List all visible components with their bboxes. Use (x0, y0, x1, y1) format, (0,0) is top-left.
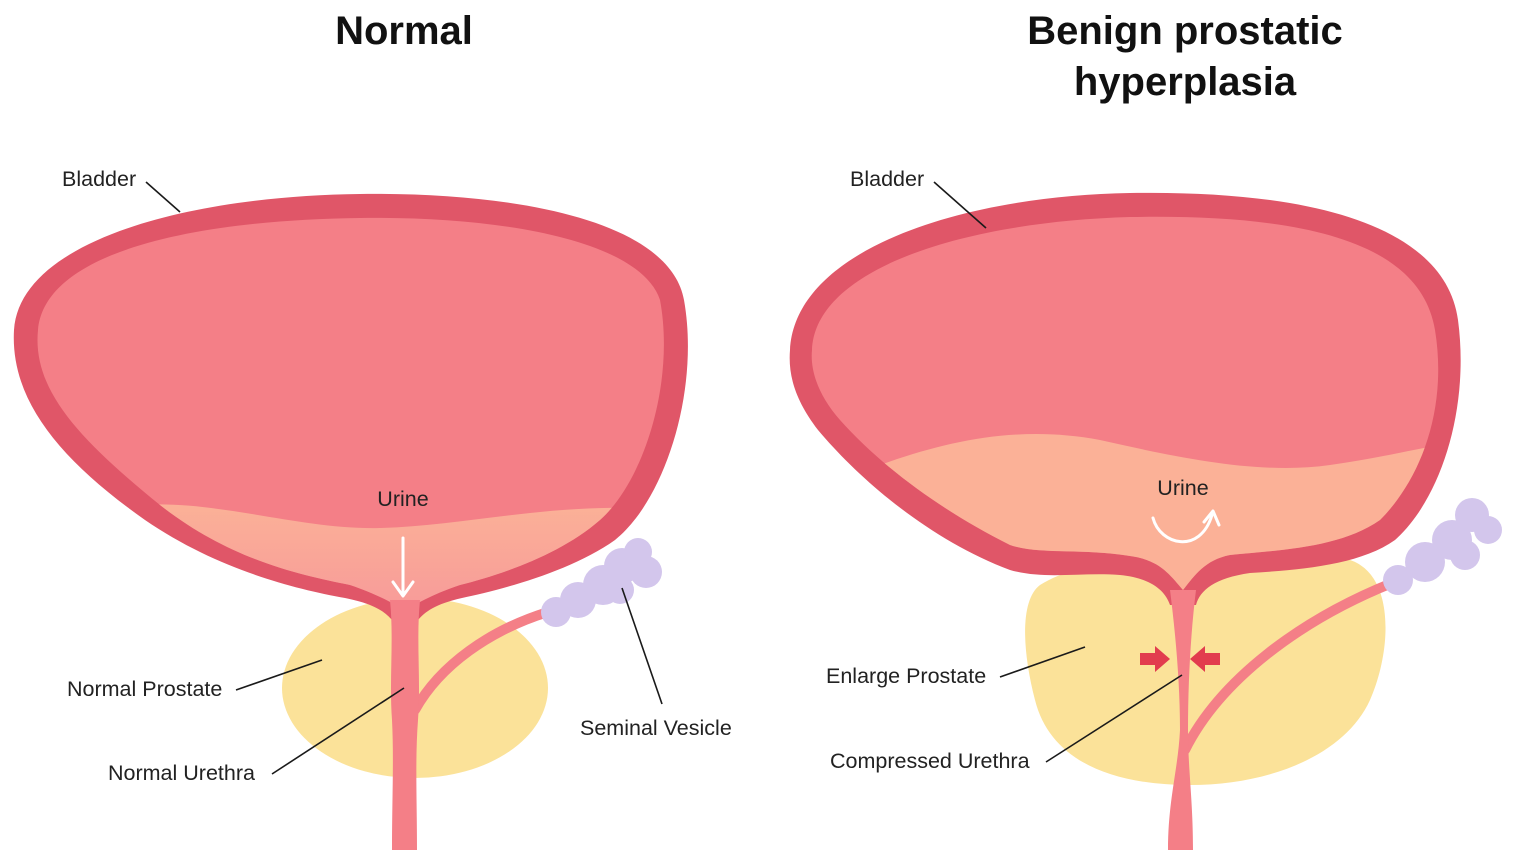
normal-panel: Normal Bladder Urin (13, 9, 732, 850)
seminal-vesicle-leader (621, 587, 663, 705)
normal-prostate-leader (235, 659, 323, 691)
bph-title-line1: Benign prostatic (1027, 9, 1343, 53)
bph-panel: Benign prostatic hyperplasia (789, 9, 1502, 850)
bph-compression-arrow-right (1190, 646, 1220, 672)
seminal-vesicle-label: Seminal Vesicle (580, 716, 732, 740)
bph-urine-flow-arrow (1151, 509, 1221, 544)
bph-title-line2: hyperplasia (1074, 60, 1297, 104)
bph-prostate-label: Enlarge Prostate (826, 664, 986, 688)
bph-seminal-vesicle (1383, 498, 1502, 595)
bph-prostate-leader (999, 646, 1086, 678)
normal-urethra-leader (271, 687, 405, 775)
bph-prostate-shape (1025, 554, 1386, 785)
bph-urine-label: Urine (1157, 476, 1208, 500)
bph-urethra (1168, 590, 1196, 850)
normal-title: Normal (335, 9, 473, 53)
normal-prostate-label: Normal Prostate (67, 677, 222, 701)
bph-bladder-leader (933, 181, 987, 229)
normal-seminal-vesicle (541, 538, 662, 627)
normal-urine-label: Urine (377, 487, 428, 511)
normal-urethra-label: Normal Urethra (108, 761, 255, 785)
normal-urethra (390, 600, 420, 850)
normal-bladder-label: Bladder (62, 167, 136, 191)
bph-urethra-leader (1045, 674, 1183, 763)
bph-compression-arrow-left (1140, 646, 1170, 672)
normal-ejaculatory-duct (410, 607, 553, 715)
bph-urethra-label: Compressed Urethra (830, 749, 1030, 773)
normal-bladder-leader (145, 181, 181, 213)
bph-bladder-label: Bladder (850, 167, 924, 191)
normal-urine-flow-arrow (391, 536, 415, 598)
bph-ejaculatory-duct (1180, 578, 1397, 755)
